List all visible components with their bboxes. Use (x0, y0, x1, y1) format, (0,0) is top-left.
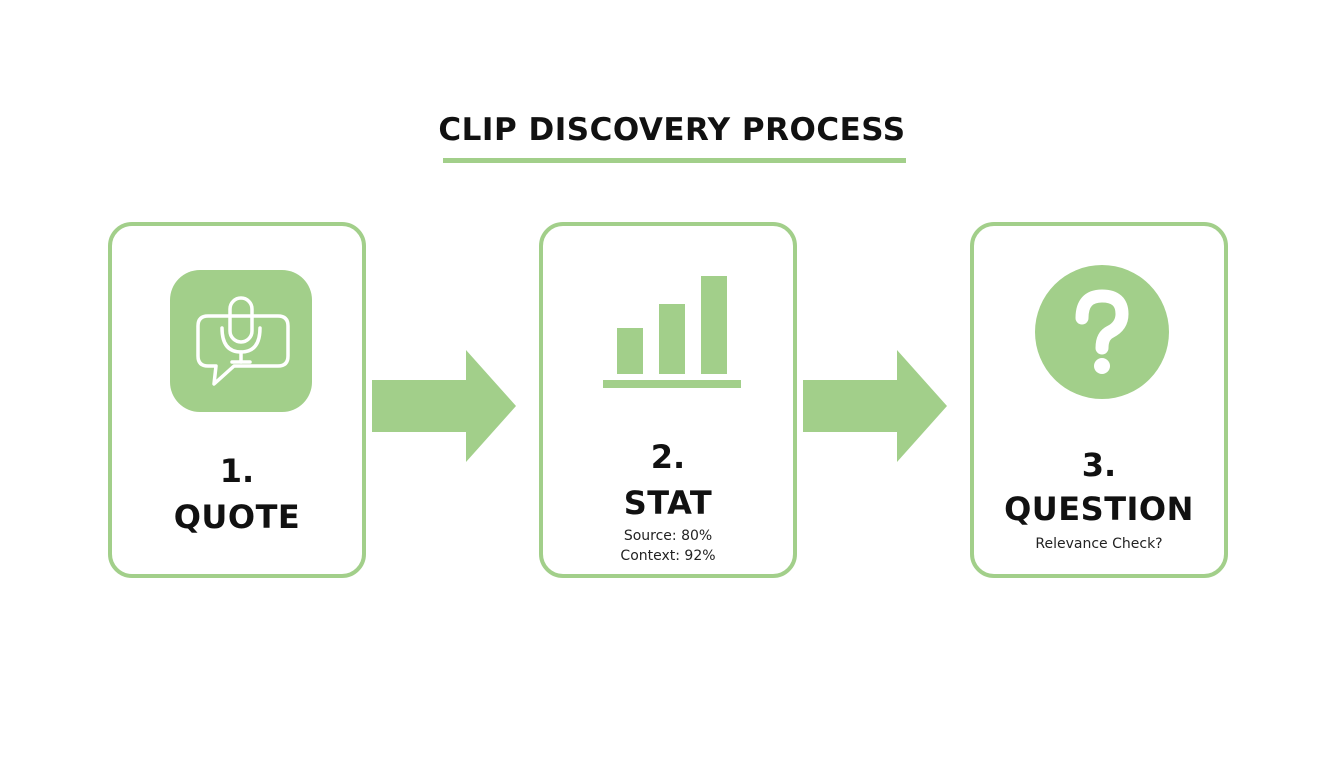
step-card-question: 3. QUESTION Relevance Check? (970, 222, 1228, 578)
step-label: QUOTE (173, 498, 301, 536)
step-number: 2. (650, 438, 686, 476)
step-label: STAT (623, 484, 713, 522)
step-detail-source: Source: 80% (623, 528, 713, 544)
speech-bubble-microphone-icon (170, 270, 312, 416)
step-card-stat: 2. STAT Source: 80% Context: 92% (539, 222, 797, 578)
step-card-quote: 1. QUOTE (108, 222, 366, 578)
step-label: QUESTION (1004, 490, 1194, 528)
flow-arrow (803, 350, 949, 468)
step-detail-context: Context: 92% (620, 548, 716, 564)
question-mark-icon (1034, 264, 1170, 404)
bar-chart-icon (601, 274, 743, 396)
title-underline (443, 158, 906, 163)
step-number: 3. (1081, 446, 1117, 484)
page-title: CLIP DISCOVERY PROCESS (438, 112, 906, 148)
step-detail-relevance: Relevance Check? (1035, 536, 1163, 552)
step-number: 1. (219, 452, 255, 490)
flow-arrow (372, 350, 518, 468)
